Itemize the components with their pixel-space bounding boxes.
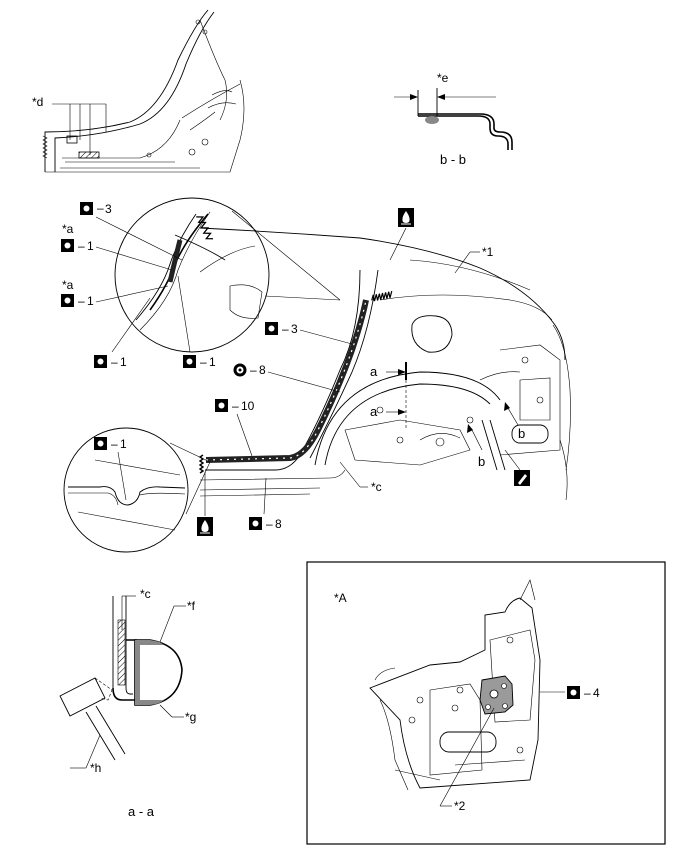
spot-weld-icon [215,399,228,412]
quarter-panel [174,227,571,501]
label-star2: *2 [454,799,466,813]
callout-3-main: – 3 [265,322,353,345]
svg-text:–: – [111,437,118,451]
callout-1-b: – 1 [61,285,169,308]
spot-weld-icon [80,202,93,215]
label-star-A: *A [334,591,347,605]
label-a-arrow-mid: a [370,404,378,419]
callout-3-zoom-num: 3 [105,202,112,216]
label-d: *d [32,95,43,109]
detail-box-A [306,561,666,845]
svg-text:–: – [250,363,257,377]
callout-4-num: 4 [593,686,600,700]
sealer-icon-bottom [197,472,213,536]
svg-text:–: – [78,239,85,253]
spot-weld-icon [94,355,107,368]
brush-icon [504,449,530,486]
section-aa-label: a - a [128,804,155,819]
callout-1-a: – 1 [61,239,173,271]
section-aa [59,595,186,769]
label-b-arrow-low: b [478,454,485,469]
label-a-2: *a [62,278,74,292]
leader-1 [454,251,471,274]
detail-d-panel [42,9,245,173]
callout-8-top: – 8 [233,363,341,393]
callout-10-num: 10 [241,399,255,413]
label-c-aa: *c [140,587,151,601]
label-c-main: *c [371,480,382,494]
svg-text:–: – [97,201,104,215]
section-arrow-b-right [504,402,519,426]
svg-text:–: – [232,399,239,413]
section-bb [394,88,513,150]
label-a-1: *a [62,222,74,236]
svg-text:–: – [282,322,289,336]
callout-1-d-num: 1 [209,355,216,369]
label-g: *g [185,710,196,724]
section-arrow-a-top [386,362,407,380]
callout-3-zoom: – 3 [80,201,183,261]
label-b-arrow-right: b [518,426,525,441]
leader-c-main [339,461,361,488]
zoom-circle-upper [114,197,341,353]
label-f: *f [187,599,196,613]
svg-text:–: – [200,355,207,369]
svg-text:–: – [266,517,273,531]
section-arrow-a-mid [386,380,407,430]
callout-1-d: – 1 [177,275,216,369]
section-arrow-b-low [467,424,483,451]
spot-weld-icon [249,517,262,530]
svg-text:–: – [584,686,591,700]
spot-weld-icon [61,294,74,307]
callout-8-bottom-num: 8 [275,517,282,531]
label-h: *h [90,761,101,775]
spot-weld-icon [183,355,196,368]
zoom-circle-lower [63,427,211,553]
callout-1-lower-num: 1 [120,437,127,451]
svg-text:–: – [111,355,118,369]
callout-8-top-num: 8 [259,363,266,377]
callout-1-c-num: 1 [120,355,127,369]
spot-weld-icon [94,437,107,450]
spot-weld-icon [61,239,74,252]
sealer-icon [389,208,414,261]
spot-weld-icon [265,322,278,335]
callout-4: – 4 [540,686,600,700]
label-e: *e [437,71,449,85]
section-bb-label: b - b [440,152,466,167]
callout-1-b-num: 1 [87,294,94,308]
callout-1-a-num: 1 [87,239,94,253]
svg-text:–: – [78,294,85,308]
callout-1-lower: – 1 [94,437,127,501]
callout-8-bottom: – 8 [249,477,282,531]
label-star1: *1 [482,245,494,259]
callout-1-c: – 1 [94,297,151,369]
spot-weld-icon [567,686,580,699]
label-a-arrow-top: a [370,364,378,379]
circle-weld-icon [233,363,247,377]
callout-3-main-num: 3 [291,322,298,336]
callout-10: – 10 [215,399,255,457]
